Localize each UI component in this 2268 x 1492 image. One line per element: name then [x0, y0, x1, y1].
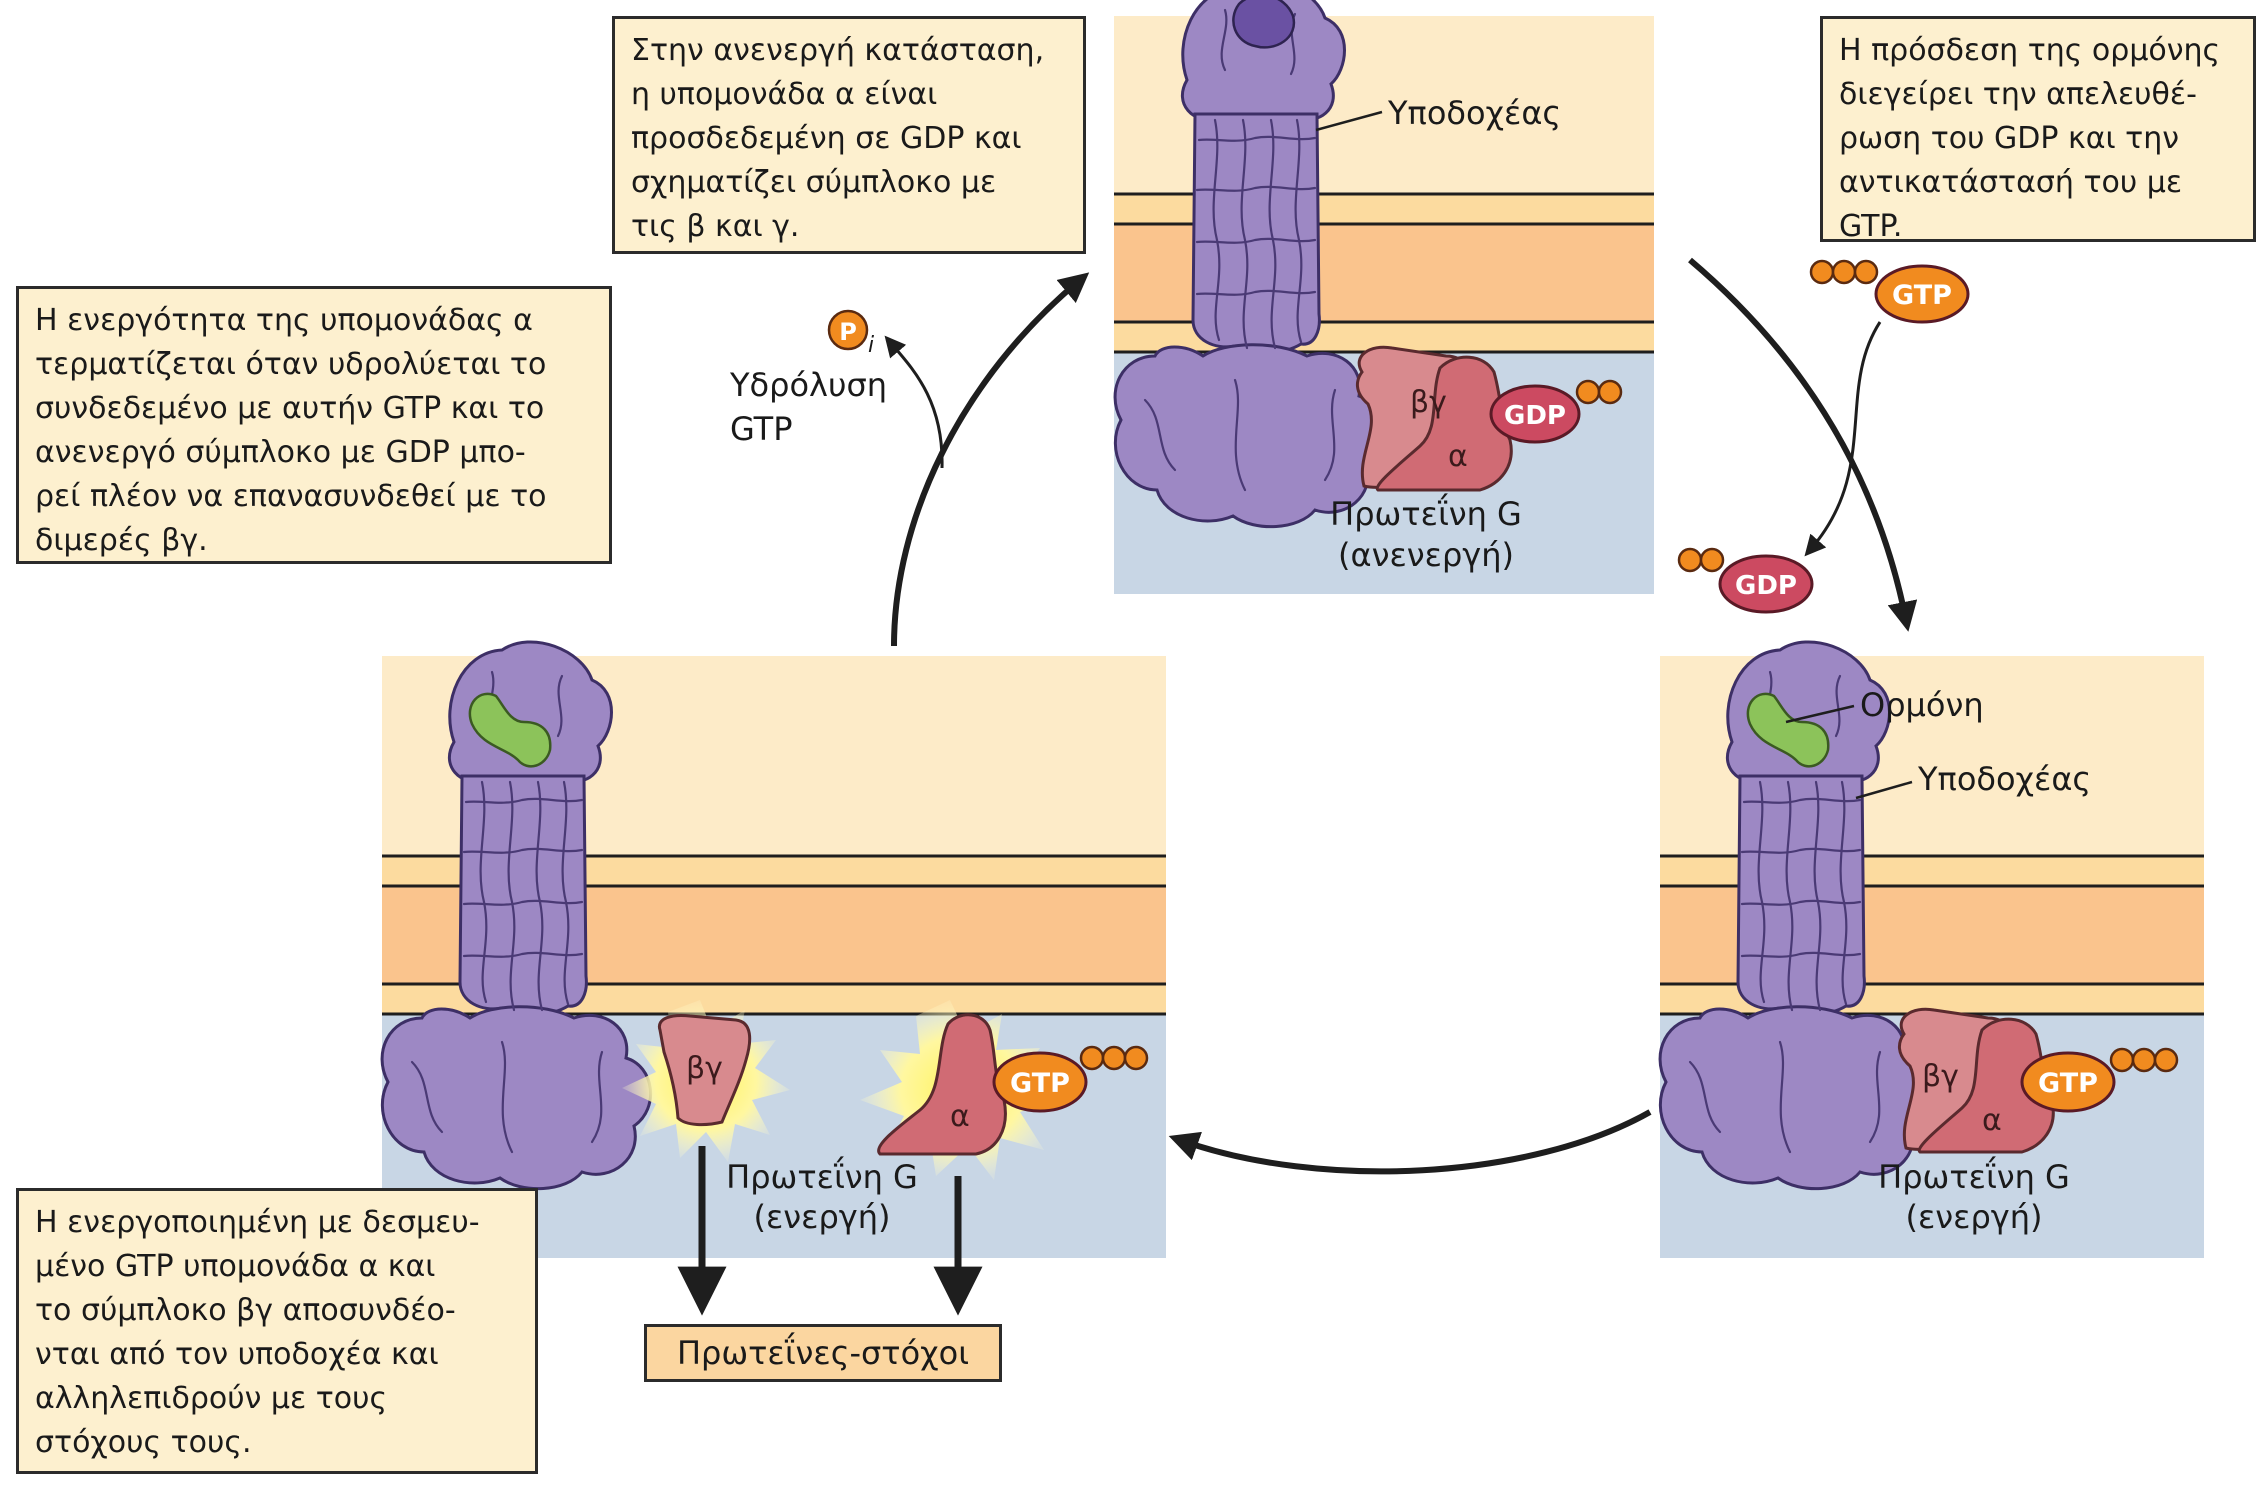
- receptor-label: Υποδοχέας: [1387, 94, 1561, 132]
- gdp-molecule: [1718, 554, 1814, 614]
- panel-hormone-bound: Ορμόνη Υποδοχέας βγ α GTP Πρωτεΐνη G (εν…: [1658, 640, 2204, 1258]
- alpha-label: α: [950, 1099, 970, 1134]
- receptor-active: [1658, 640, 1931, 1191]
- gtp-label: GTP: [2038, 1068, 2098, 1099]
- panel-inactive: Υποδοχέας βγ α GDP Πρωτεΐνη G (ανενεργή): [1113, 0, 1654, 594]
- caption-line: GTP.: [1839, 209, 1903, 244]
- caption-line: ανενεργό σύμπλοκο με GDP μπο-: [35, 435, 526, 470]
- beta-gamma-label: βγ: [686, 1051, 723, 1086]
- caption-activated: Η ενεργοποιημένη με δεσμευ- μένο GTP υπο…: [16, 1188, 538, 1474]
- alpha-label: α: [1982, 1103, 2002, 1138]
- gdp-molecule: [1489, 384, 1581, 444]
- target-proteins-label: Πρωτεΐνες-στόχοι: [676, 1334, 970, 1372]
- phosphate: [1809, 259, 1835, 285]
- g-protein-state-label: (ανενεργή): [1338, 536, 1514, 574]
- receptor-inactive: [1113, 0, 1386, 529]
- beta-gamma-subunit-free: [657, 1014, 752, 1127]
- caption-line: Στην ανενεργή κατάσταση,: [631, 33, 1045, 68]
- g-protein-label: Πρωτεΐνη G: [1330, 493, 1522, 533]
- caption-line: νται από τον υποδοχέα και: [35, 1337, 439, 1372]
- gtp-molecule: [2020, 1051, 2116, 1113]
- phosphate: [2131, 1047, 2157, 1073]
- phosphate: [1575, 379, 1601, 405]
- cycle-arrow-dissociation: [1168, 1109, 1652, 1175]
- g-protein-label: Πρωτεΐνη G: [726, 1156, 918, 1196]
- incoming-gtp: GTP: [1809, 259, 1970, 324]
- cycle-arrow-reassociation: [891, 272, 1090, 647]
- alpha-label: α: [1448, 439, 1468, 474]
- hydrolysis-label-gtp: GTP: [730, 410, 793, 448]
- caption-line: Η ενεργότητα της υπομονάδας α: [35, 303, 533, 338]
- pi-label: P: [839, 318, 857, 346]
- target-proteins-box: Πρωτεΐνες-στόχοι: [644, 1324, 1002, 1382]
- gtp-label: GTP: [1010, 1068, 1070, 1099]
- g-protein-active-bound: βγ α GTP: [1898, 1007, 2179, 1154]
- phosphate: [1079, 1045, 1105, 1071]
- hydrolysis-label: Υδρόλυση: [729, 366, 887, 404]
- caption-line: ρωση του GDP και την: [1839, 121, 2179, 156]
- binding-pocket: [1232, 0, 1296, 49]
- caption-line: μένο GTP υπομονάδα α και: [35, 1249, 436, 1284]
- cycle-arrow-activation: [1688, 257, 1918, 632]
- gtp-label: GTP: [1892, 280, 1952, 311]
- caption-line: διεγείρει την απελευθέ-: [1839, 77, 2197, 112]
- gtp-molecule: [1874, 264, 1970, 324]
- phosphate: [1597, 379, 1623, 405]
- caption-line: η υπομονάδα α είναι: [631, 77, 938, 112]
- caption-line: το σύμπλοκο βγ αποσυνδέο-: [35, 1293, 456, 1328]
- receptor-label: Υποδοχέας: [1917, 760, 2091, 798]
- alpha-subunit: [1375, 355, 1513, 492]
- g-protein-state-label: (ενεργή): [1906, 1198, 2043, 1236]
- hormone: [468, 692, 552, 768]
- beta-gamma-label: βγ: [1410, 385, 1447, 420]
- g-protein-inactive: βγ α GDP: [1356, 345, 1623, 492]
- phosphate: [2109, 1047, 2135, 1073]
- caption-line: προσδεδεμένη σε GDP και: [631, 121, 1022, 156]
- caption-line: συνδεδεμένο με αυτήν GTP και το: [35, 391, 545, 426]
- alpha-subunit-free: [877, 1013, 1007, 1156]
- phosphate: [2153, 1047, 2179, 1073]
- caption-line: ρεί πλέον να επανασυνδεθεί με το: [35, 479, 547, 514]
- phosphate: [1123, 1045, 1149, 1071]
- caption-hormone-binding: Η πρόσδεση της ορμόνης διεγείρει την απε…: [1820, 16, 2256, 244]
- caption-inactive-state: Στην ανενεργή κατάσταση, η υπομονάδα α ε…: [612, 16, 1086, 254]
- caption-line: σχηματίζει σύμπλοκο με: [631, 165, 997, 200]
- hormone-label: Ορμόνη: [1860, 686, 1984, 724]
- hydrolysis-arrow: [884, 335, 944, 469]
- inorganic-phosphate: [827, 309, 869, 351]
- hormone: [1746, 692, 1830, 768]
- beta-gamma-label: βγ: [1922, 1059, 1959, 1094]
- caption-line: αλληλεπιδρούν με τους: [35, 1381, 388, 1416]
- caption-line: διμερές βγ.: [35, 523, 208, 558]
- pi-subscript: i: [868, 333, 874, 358]
- caption-termination: Η ενεργότητα της υπομονάδας α τερματίζετ…: [16, 286, 612, 564]
- receptor-hormone-bound: [380, 640, 653, 1191]
- phosphate: [1677, 547, 1703, 573]
- g-protein-state-label: (ενεργή): [754, 1198, 891, 1236]
- phosphate: [1699, 547, 1725, 573]
- caption-line: τις β και γ.: [631, 209, 800, 244]
- gdp-label: GDP: [1504, 401, 1566, 431]
- gtp-molecule: [992, 1051, 1088, 1113]
- g-protein-label: Πρωτεΐνη G: [1878, 1156, 2070, 1196]
- caption-line: στόχους τους.: [35, 1425, 252, 1460]
- phosphate: [1831, 259, 1857, 285]
- alpha-subunit: [1917, 1017, 2055, 1154]
- caption-line: τερματίζεται όταν υδρολύεται το: [35, 347, 547, 382]
- caption-line: αντικατάστασή του με: [1839, 165, 2183, 200]
- panel-dissociated: βγ α GTP Πρωτεΐνη G (ενεργή): [380, 640, 1166, 1316]
- phosphate: [1101, 1045, 1127, 1071]
- released-gdp: GDP: [1677, 547, 1814, 614]
- gdp-label: GDP: [1735, 571, 1797, 601]
- exchange-arrow: [1804, 321, 1882, 557]
- caption-line: Η πρόσδεση της ορμόνης: [1839, 33, 2221, 68]
- caption-line: Η ενεργοποιημένη με δεσμευ-: [35, 1205, 480, 1240]
- phosphate: [1853, 259, 1879, 285]
